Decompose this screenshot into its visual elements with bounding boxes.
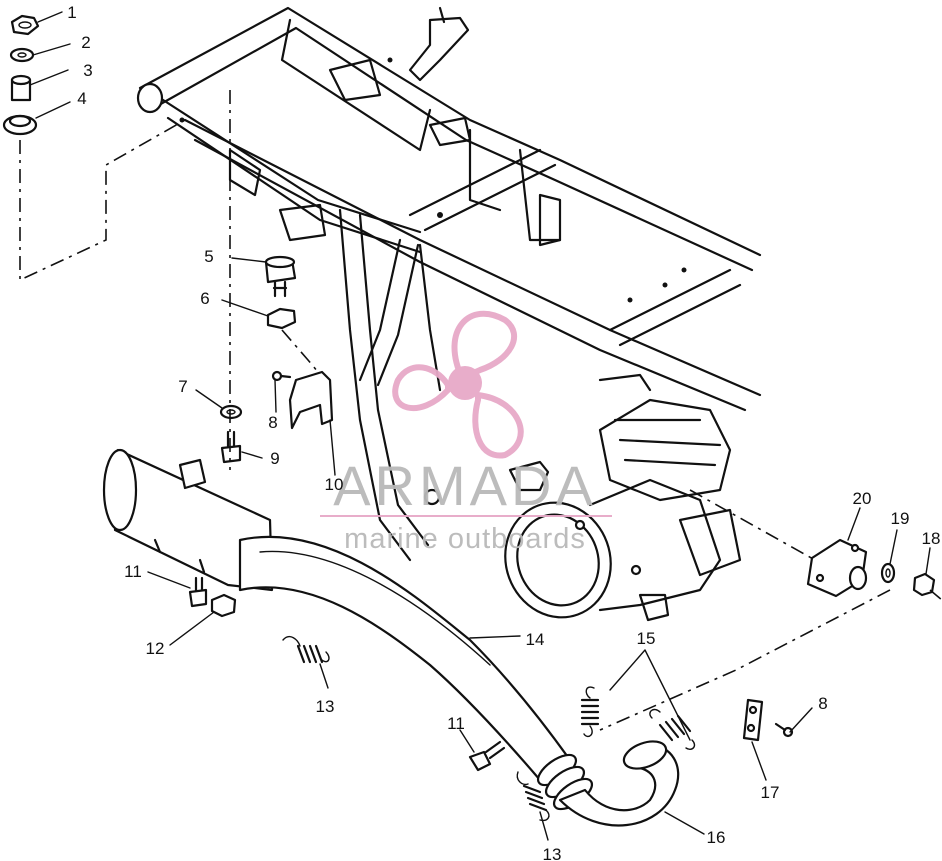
assembly-center-lines [19, 90, 942, 731]
part-13-spring [282, 636, 330, 664]
part-6-nut [266, 307, 297, 330]
frame-hole [437, 212, 443, 218]
exhaust-assembly [102, 448, 680, 827]
part-11-bolt [468, 750, 492, 772]
callout-11-left: 11 [124, 562, 142, 581]
callout-7: 7 [178, 377, 187, 396]
callout-11-bottom: 11 [447, 714, 465, 733]
callout-6: 6 [200, 289, 209, 308]
frame-assembly [136, 6, 762, 562]
part-2-washer [9, 47, 35, 63]
callout-14: 14 [526, 630, 545, 649]
frame-hole [423, 488, 441, 506]
frame-hole [681, 267, 687, 273]
callout-5: 5 [204, 247, 213, 266]
part-7-washer [219, 404, 243, 420]
callout-16: 16 [707, 828, 726, 847]
part-15-spring [580, 686, 600, 738]
part-10-bracket [288, 370, 334, 430]
hardware-parts [2, 14, 936, 822]
part-8-screw [271, 370, 283, 382]
callout-labels: 1 2 3 4 5 6 7 8 8 9 10 11 11 12 13 13 14… [67, 3, 940, 861]
callout-1: 1 [67, 3, 76, 22]
frame-hole [662, 282, 668, 288]
callout-17: 17 [761, 783, 780, 802]
muffler-mount-block [178, 458, 207, 490]
callout-13-bottom: 13 [543, 845, 562, 861]
callout-8-upper: 8 [268, 413, 277, 432]
frame-hole [387, 57, 393, 63]
part-15-spring [649, 708, 696, 750]
callout-9: 9 [270, 449, 279, 468]
callout-2: 2 [81, 33, 90, 52]
muffler-end-cap [102, 448, 138, 532]
part-11-bolt [188, 588, 208, 608]
callout-10: 10 [325, 475, 344, 494]
callout-15: 15 [637, 629, 656, 648]
callout-20: 20 [853, 489, 872, 508]
callout-8-lower: 8 [818, 694, 827, 713]
part-12-nut [210, 593, 237, 618]
part-1-nut [10, 14, 40, 36]
frame-hole [627, 297, 633, 303]
watermark-brand: ARMADA [333, 454, 597, 517]
watermark: ARMADA marine outboards [320, 310, 612, 555]
part-9-bolt [220, 444, 242, 464]
callout-3: 3 [83, 61, 92, 80]
callout-13-left: 13 [316, 697, 335, 716]
leader-lines [29, 11, 931, 841]
frame-tube-end [136, 82, 164, 114]
watermark-propeller-logo [392, 310, 524, 459]
part-19-gasket [880, 562, 896, 584]
watermark-tagline: marine outboards [344, 523, 586, 555]
callout-4: 4 [77, 89, 86, 108]
callout-18: 18 [922, 529, 941, 548]
callout-19: 19 [891, 509, 910, 528]
callout-12: 12 [146, 639, 165, 658]
